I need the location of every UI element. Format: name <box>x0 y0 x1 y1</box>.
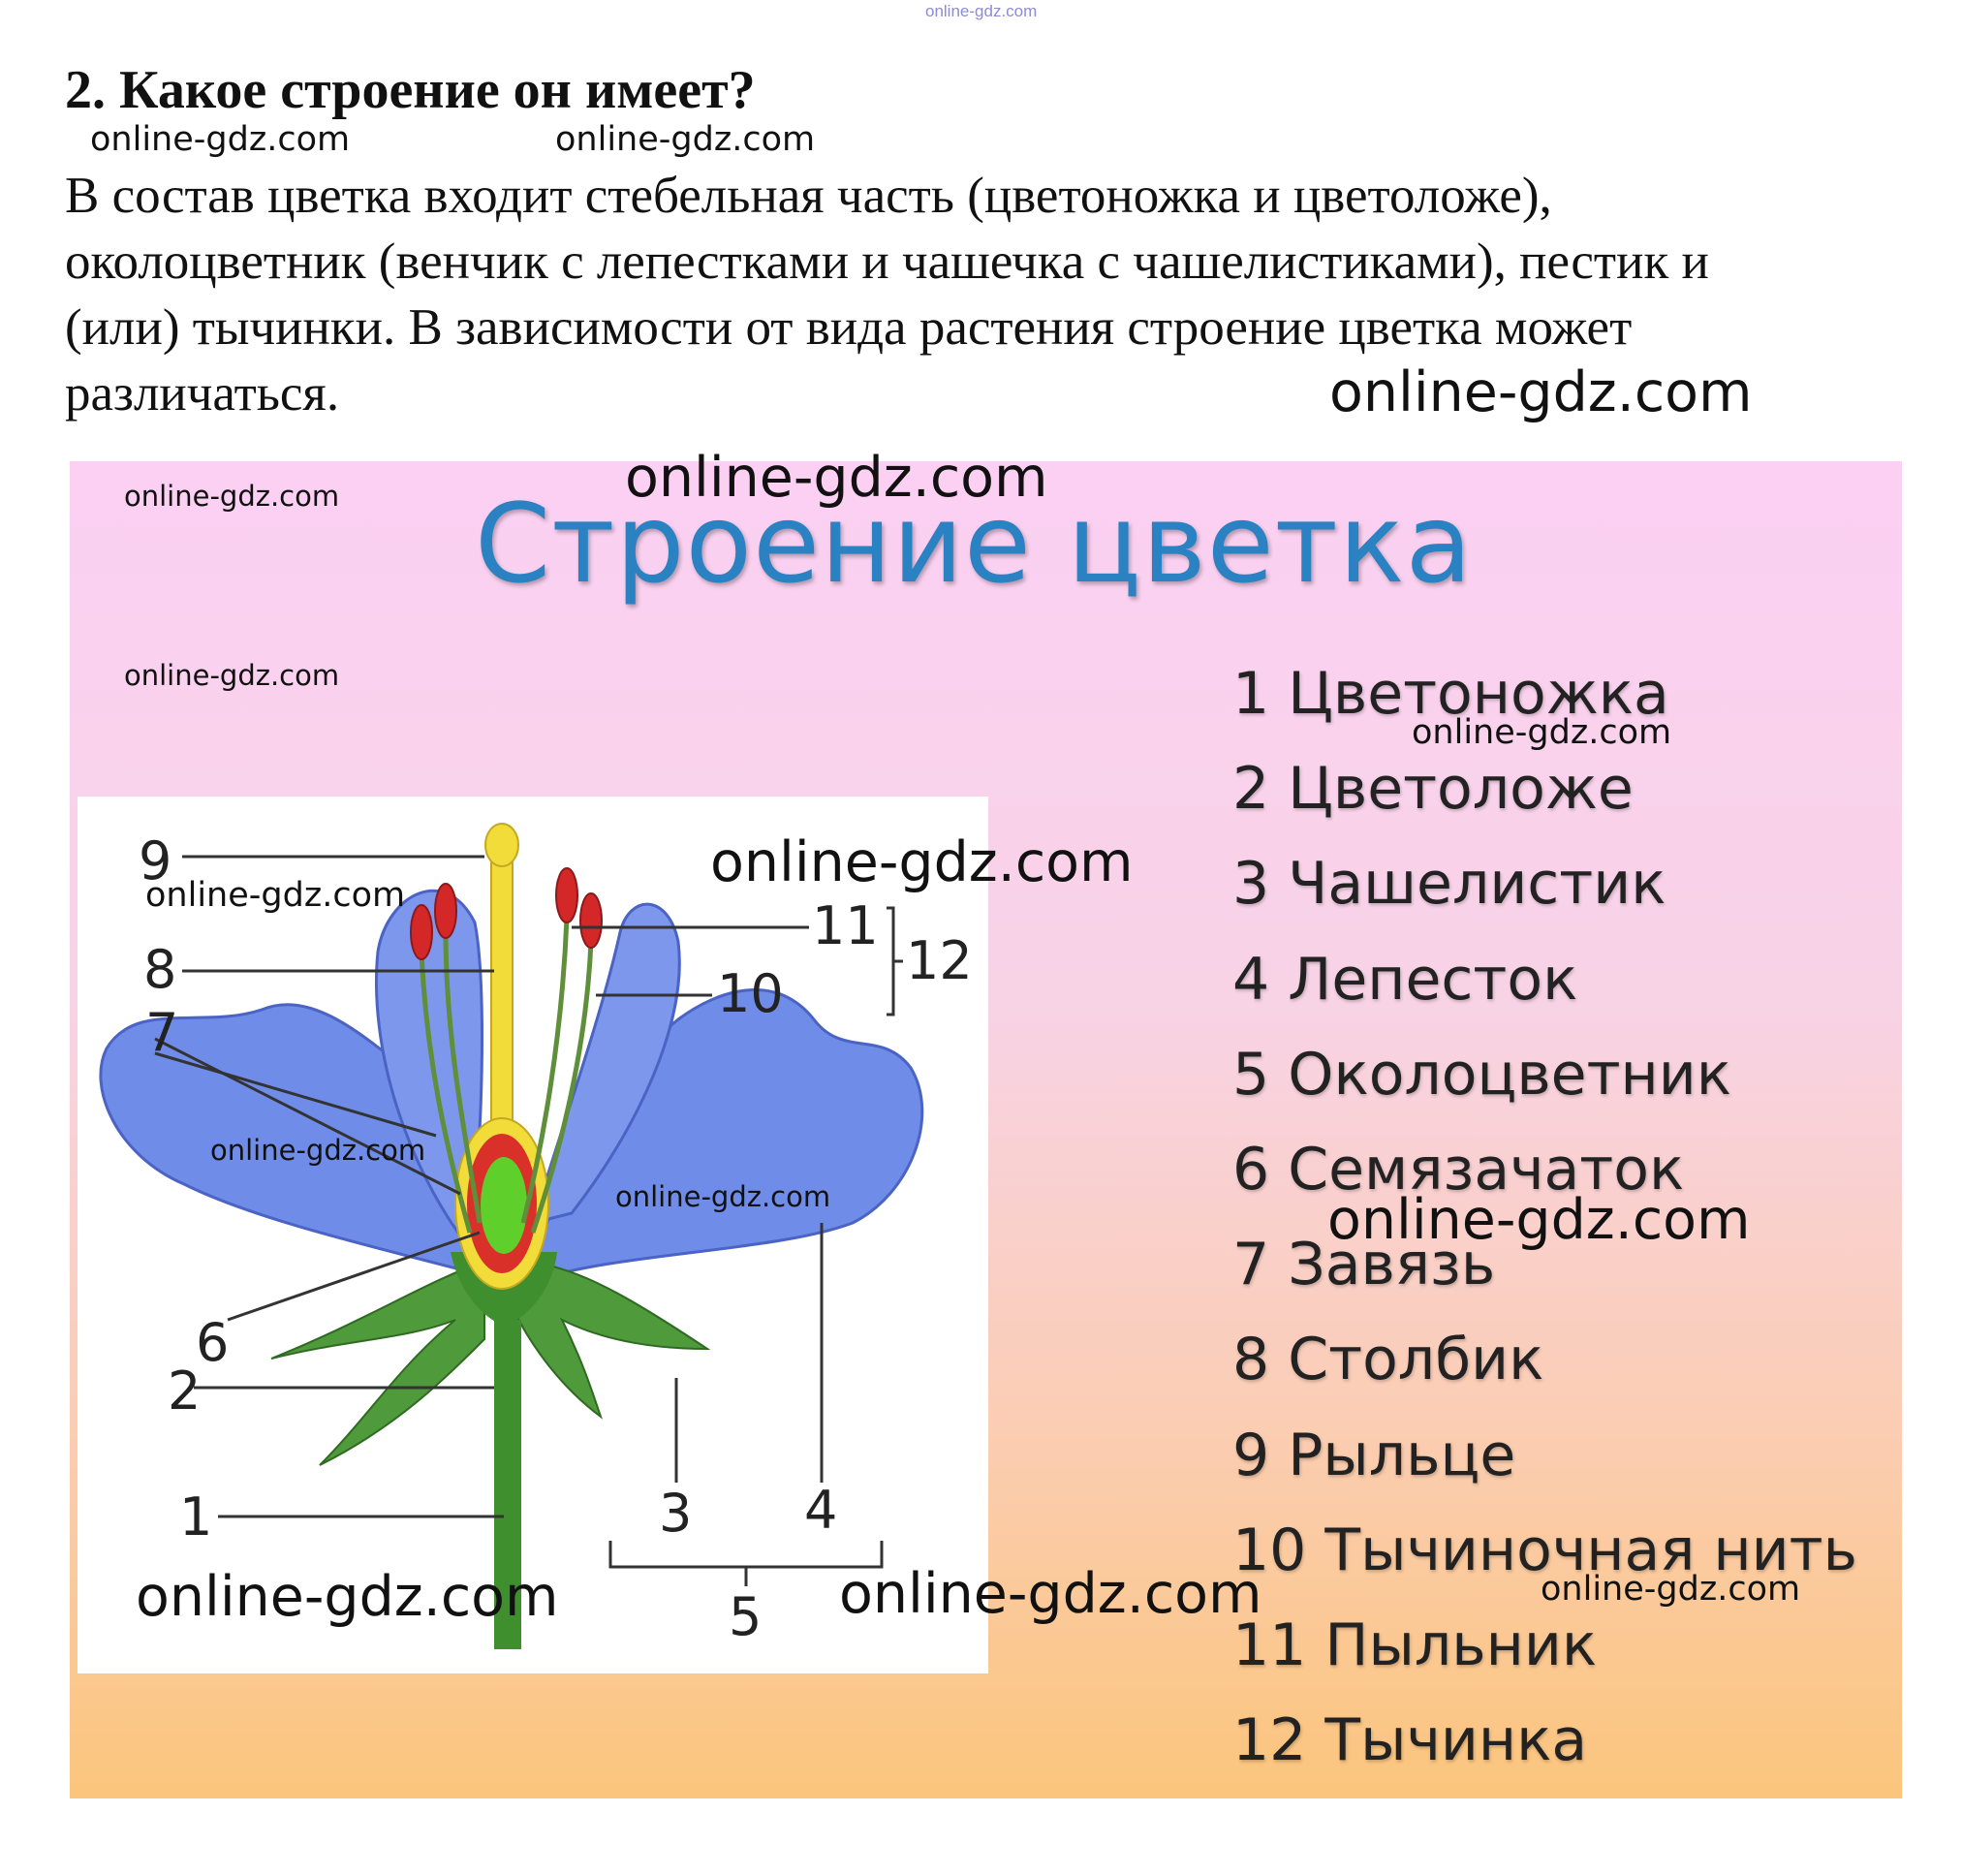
anther <box>410 904 433 960</box>
watermark: online-gdz.com <box>124 480 340 513</box>
anther <box>434 883 457 939</box>
watermark: online-gdz.com <box>839 1562 1262 1626</box>
petal-back-left <box>374 889 483 1246</box>
legend-item: 10 Тычиночная нить <box>1232 1516 1857 1584</box>
legend-item: 4 Лепесток <box>1232 945 1578 1014</box>
answer-paragraph: В состав цветка входит стебельная часть … <box>65 163 1915 426</box>
legend-item: 9 Рыльце <box>1232 1421 1516 1489</box>
petal-back-right <box>530 902 681 1226</box>
legend-item: 8 Столбик <box>1232 1326 1544 1394</box>
watermark: online-gdz.com <box>1541 1570 1801 1609</box>
part-number: 3 <box>659 1483 692 1544</box>
sepal-left <box>270 1260 485 1466</box>
part-number: 1 <box>179 1486 212 1548</box>
watermark: online-gdz.com <box>1412 713 1672 752</box>
ovule <box>481 1157 527 1254</box>
answer-line: различаться. <box>65 365 340 422</box>
legend-item: 5 Околоцветник <box>1232 1040 1732 1109</box>
legend-item: 1 Цветоножка <box>1232 660 1669 728</box>
legend-item: 3 Чашелистик <box>1232 850 1666 919</box>
legend-item: 12 Тычинка <box>1232 1706 1588 1775</box>
watermark: online-gdz.com <box>710 830 1134 894</box>
part-number: 6 <box>196 1312 229 1373</box>
answer-line: (или) тычинки. В зависимости от вида рас… <box>65 299 1633 356</box>
flower-illustration: 9 8 7 6 2 1 3 4 5 10 11 12 <box>99 823 973 1649</box>
part-number: 4 <box>804 1480 837 1541</box>
filament <box>419 951 473 1234</box>
question-heading: 2. Какое строение он имеет? <box>65 60 756 120</box>
top-watermark: online-gdz.com <box>925 2 1038 20</box>
watermark: online-gdz.com <box>90 120 351 159</box>
part-number: 5 <box>729 1586 762 1647</box>
part-number: 12 <box>906 930 973 991</box>
part-number: 8 <box>143 939 176 1000</box>
watermark: online-gdz.com <box>555 120 816 159</box>
answer-line: околоцветник (венчик с лепестками и чаше… <box>65 234 1709 290</box>
stem <box>494 1320 521 1649</box>
stigma <box>484 823 519 867</box>
watermark: online-gdz.com <box>1327 1188 1751 1252</box>
poster-title: Строение цветка <box>475 482 1474 608</box>
watermark: online-gdz.com <box>1329 360 1753 424</box>
bracket-5 <box>608 1541 884 1586</box>
filament <box>530 941 594 1234</box>
sepal-right <box>512 1260 711 1420</box>
filament <box>443 931 483 1224</box>
part-number: 11 <box>812 895 879 956</box>
leader-line <box>154 1051 437 1138</box>
answer-line: В состав цветка входит стебельная часть … <box>65 168 1552 224</box>
watermark: online-gdz.com <box>124 659 340 692</box>
watermark: online-gdz.com <box>625 446 1048 510</box>
legend-item: 2 Цветоложе <box>1232 755 1634 824</box>
flower-diagram: 9 8 7 6 2 1 3 4 5 10 11 12 <box>78 797 988 1673</box>
anther <box>579 892 603 949</box>
legend-item: 6 Семязачаток <box>1232 1135 1685 1204</box>
part-number: 9 <box>139 830 171 891</box>
watermark: online-gdz.com <box>136 1565 559 1629</box>
legend-item: 11 Пыльник <box>1232 1610 1598 1679</box>
anther <box>555 867 578 923</box>
leader-line <box>227 1231 481 1322</box>
legend-item: 7 Завязь <box>1232 1231 1496 1299</box>
filament <box>520 917 570 1224</box>
watermark: online-gdz.com <box>145 876 406 915</box>
bracket-12 <box>887 906 903 1016</box>
watermark: online-gdz.com <box>615 1180 831 1213</box>
leader-lines <box>154 855 903 1586</box>
part-number: 2 <box>168 1360 201 1422</box>
part-number: 7 <box>145 1002 178 1063</box>
parts-legend: 1 Цветоножка 2 Цветоложе 3 Чашелистик 4 … <box>1232 657 1857 1798</box>
watermark: online-gdz.com <box>210 1134 426 1167</box>
leader-line <box>154 1037 461 1196</box>
part-number: 10 <box>717 963 784 1024</box>
